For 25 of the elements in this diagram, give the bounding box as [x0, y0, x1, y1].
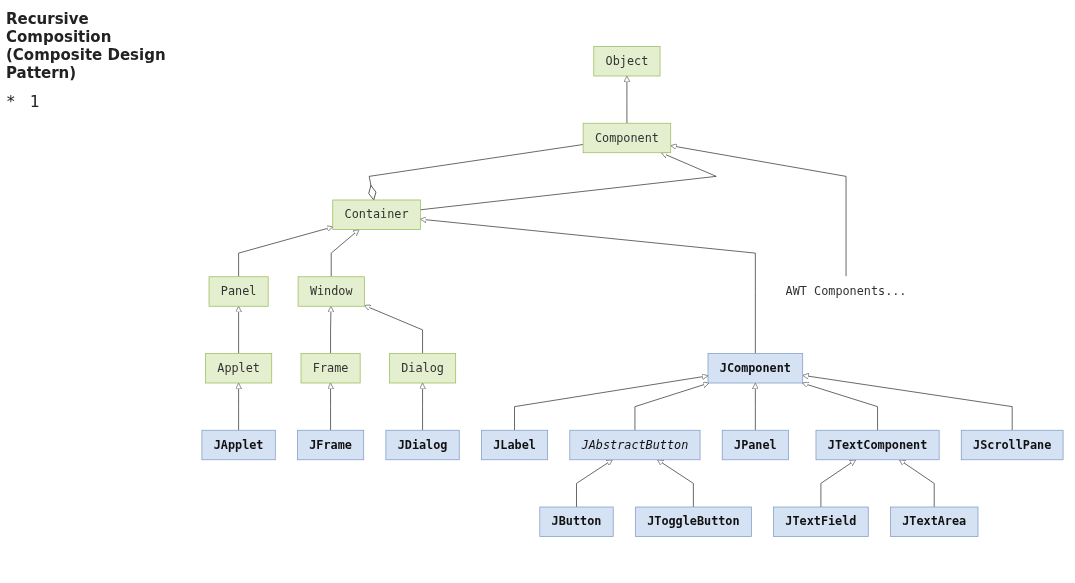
node-box: Panel	[208, 276, 269, 307]
node-box: JFrame	[297, 429, 365, 461]
node-box: JPanel	[721, 429, 789, 461]
node-box: JTextArea	[890, 506, 979, 537]
node-box: Object	[593, 46, 661, 77]
node-box: JToggleButton	[635, 506, 752, 537]
node-box: JComponent	[707, 353, 804, 384]
multiplicity-label: *	[6, 92, 16, 111]
node-box: Component	[582, 122, 672, 154]
node-box: JDialog	[385, 429, 460, 461]
node-box: Window	[297, 276, 365, 307]
node-box: Dialog	[389, 353, 457, 384]
node-box: Frame	[300, 353, 361, 384]
multiplicity-label: 1	[29, 92, 40, 111]
node-box: JApplet	[201, 429, 276, 461]
node-box: JTextField	[773, 506, 869, 537]
node-text: AWT Components...	[785, 284, 907, 299]
node-box: Applet	[205, 353, 273, 384]
node-box: Container	[332, 199, 421, 230]
node-box: JAbstractButton	[569, 429, 701, 461]
node-box: JScrollPane	[960, 429, 1064, 461]
diagram-title: Recursive Composition (Composite Design Pattern)	[6, 10, 167, 82]
node-box: JTextComponent	[815, 429, 940, 461]
node-box: JLabel	[481, 429, 549, 461]
node-box: JButton	[539, 506, 614, 537]
